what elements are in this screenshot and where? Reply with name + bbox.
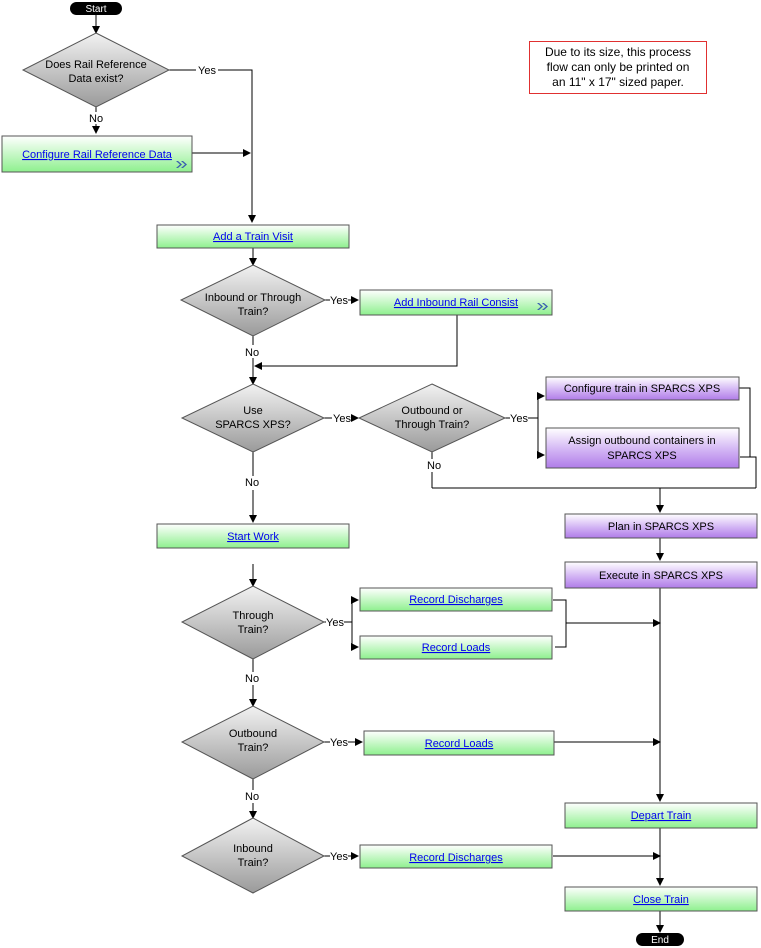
add-train-visit-link: Add a Train Visit — [213, 231, 293, 243]
record-loads-link-2: Record Loads — [425, 738, 494, 750]
decision-through-train-line1: Through — [233, 610, 274, 622]
add-train-visit-button[interactable]: Add a Train Visit — [156, 224, 350, 249]
decision-outbound-train-line1: Outbound — [229, 728, 277, 740]
decision-rail-reference: Does Rail Reference Data exist? — [21, 32, 171, 108]
no-label: No — [245, 791, 259, 803]
no-label: No — [89, 113, 103, 125]
decision-rail-reference-line1: Does Rail Reference — [45, 59, 147, 71]
decision-outbound-or-through: Outbound or Through Train? — [357, 383, 507, 453]
assign-outbound-containers-box: Assign outbound containers in SPARCS XPS — [545, 427, 740, 469]
start-work-button[interactable]: Start Work — [156, 523, 350, 549]
yes-label: Yes — [326, 617, 344, 629]
no-label: No — [427, 460, 441, 472]
record-loads-link-1: Record Loads — [422, 642, 491, 654]
print-size-note-line1: Due to its size, this process — [544, 45, 692, 59]
print-size-note-line3: an 11" x 17" sized paper. — [552, 75, 684, 89]
assign-outbound-line2: SPARCS XPS — [607, 450, 677, 462]
record-discharges-button-1[interactable]: Record Discharges — [359, 587, 553, 612]
plan-sparcs-label: Plan in SPARCS XPS — [608, 521, 714, 533]
print-size-note-line2: flow can only be printed on — [546, 60, 690, 74]
decision-outbound-train-line2: Train? — [238, 742, 269, 754]
decision-use-sparcs: Use SPARCS XPS? — [180, 383, 326, 453]
edge-labels: Yes No Yes No Yes Yes No No Yes No Yes N… — [89, 65, 528, 863]
end-terminal: End — [636, 933, 684, 946]
yes-label: Yes — [198, 65, 216, 77]
decision-inbound-or-through: Inbound or Through Train? — [179, 264, 327, 337]
record-loads-button-2[interactable]: Record Loads — [363, 730, 555, 756]
connectors — [92, 15, 757, 933]
execute-sparcs-box: Execute in SPARCS XPS — [564, 561, 758, 589]
yes-label: Yes — [330, 851, 348, 863]
decision-through-train-line2: Train? — [238, 624, 269, 636]
depart-train-button[interactable]: Depart Train — [564, 802, 758, 829]
record-loads-button-1[interactable]: Record Loads — [359, 635, 553, 660]
decision-through-train: Through Train? — [180, 585, 326, 660]
yes-label: Yes — [330, 295, 348, 307]
configure-train-sparcs-label: Configure train in SPARCS XPS — [564, 383, 720, 395]
no-label: No — [245, 673, 259, 685]
decision-outbound-train: Outbound Train? — [180, 705, 326, 780]
print-size-note: Due to its size, this process flow can o… — [529, 41, 707, 94]
yes-label: Yes — [330, 737, 348, 749]
decision-inbound-or-through-line2: Train? — [238, 306, 269, 318]
decision-inbound-train: Inbound Train? — [180, 817, 326, 894]
configure-train-sparcs-box: Configure train in SPARCS XPS — [545, 376, 740, 401]
start-terminal: Start — [70, 2, 122, 15]
decision-inbound-or-through-line1: Inbound or Through — [205, 292, 301, 304]
no-label: No — [245, 477, 259, 489]
record-discharges-link-2: Record Discharges — [409, 852, 503, 864]
depart-train-link: Depart Train — [631, 810, 692, 822]
end-label: End — [651, 935, 669, 946]
execute-sparcs-label: Execute in SPARCS XPS — [599, 570, 723, 582]
decision-use-sparcs-line1: Use — [243, 405, 263, 417]
configure-rail-reference-button[interactable]: Configure Rail Reference Data — [1, 135, 193, 173]
close-train-link: Close Train — [633, 894, 689, 906]
add-inbound-consist-link: Add Inbound Rail Consist — [394, 297, 518, 309]
decision-outbound-or-through-line1: Outbound or — [401, 405, 462, 417]
decision-rail-reference-line2: Data exist? — [68, 73, 123, 85]
close-train-button[interactable]: Close Train — [564, 886, 758, 912]
plan-sparcs-box: Plan in SPARCS XPS — [564, 513, 758, 539]
add-inbound-consist-button[interactable]: Add Inbound Rail Consist — [359, 289, 553, 316]
assign-outbound-line1: Assign outbound containers in — [568, 435, 715, 447]
no-label: No — [245, 347, 259, 359]
decision-inbound-train-line1: Inbound — [233, 843, 273, 855]
decision-inbound-train-line2: Train? — [238, 857, 269, 869]
yes-label: Yes — [510, 413, 528, 425]
decision-use-sparcs-line2: SPARCS XPS? — [215, 419, 291, 431]
record-discharges-link-1: Record Discharges — [409, 594, 503, 606]
start-label: Start — [85, 4, 106, 15]
configure-rail-reference-link: Configure Rail Reference Data — [22, 149, 173, 161]
record-discharges-button-2[interactable]: Record Discharges — [359, 844, 553, 869]
decision-outbound-or-through-line2: Through Train? — [395, 419, 470, 431]
yes-label: Yes — [333, 413, 351, 425]
start-work-link: Start Work — [227, 531, 279, 543]
